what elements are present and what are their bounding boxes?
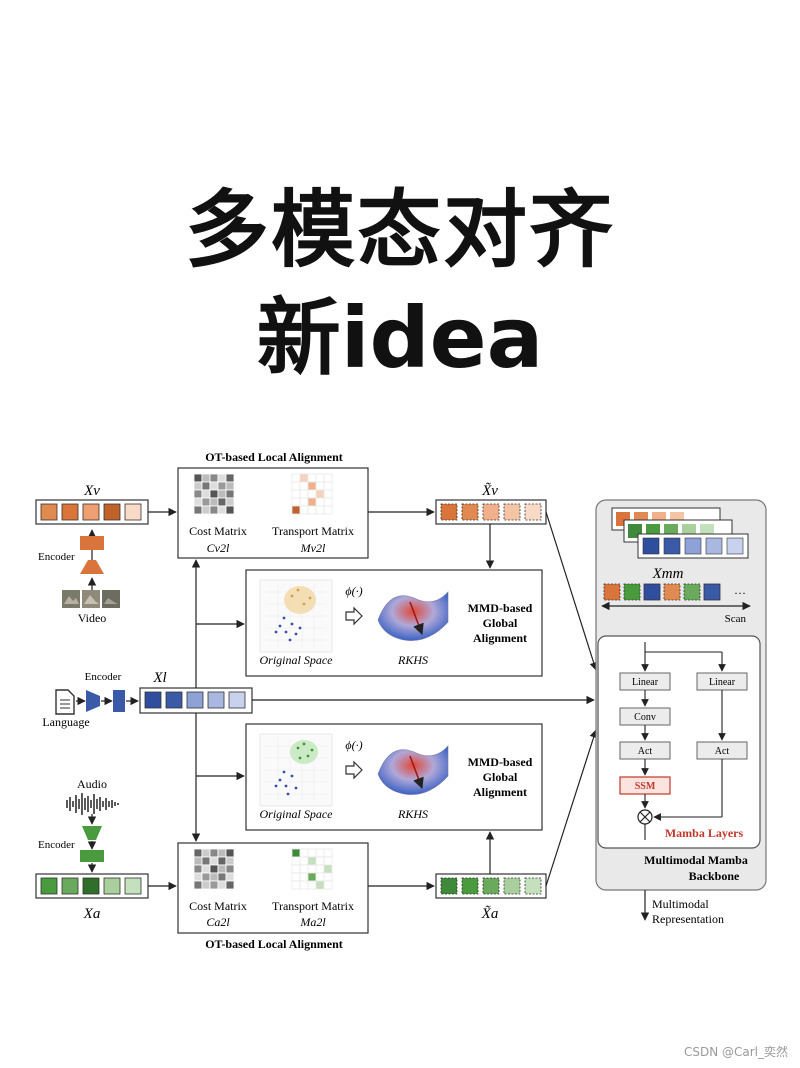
output-line1: Multimodal	[652, 897, 709, 911]
rkhs-top-label: RKHS	[397, 653, 428, 667]
title-line-2: 新idea	[256, 289, 544, 387]
language-encoder-block	[113, 690, 125, 712]
mmd-bottom-line1: MMD-based	[468, 755, 533, 769]
ot-top-title: OT-based Local Alignment	[205, 450, 343, 464]
c-v2l-label: Cv2l	[207, 541, 230, 555]
transport-matrix-top-grid	[291, 473, 333, 515]
conv-label: Conv	[634, 712, 656, 723]
original-space-top-label: Original Space	[260, 653, 334, 667]
xmm-label: Xmm	[652, 566, 684, 582]
mmd-bottom-line2: Global	[483, 770, 518, 784]
ot-bottom-title: OT-based Local Alignment	[205, 937, 343, 951]
video-encoder-trapezoid	[80, 560, 104, 574]
xa-tilde-label: X̃a	[481, 906, 499, 922]
mamba-layers-label: Mamba Layers	[665, 826, 744, 840]
xa-tilde-token-row	[435, 873, 547, 899]
act-right-label: Act	[715, 746, 730, 757]
cost-matrix-bottom-grid	[193, 848, 235, 890]
xv-token-row	[35, 499, 149, 525]
xmm-token-row	[603, 583, 721, 601]
backbone-line2: Backbone	[689, 869, 740, 883]
xa-token-row	[35, 873, 149, 899]
act-left-label: Act	[638, 746, 653, 757]
stacked-token-rows	[611, 507, 749, 559]
original-space-top-plot	[259, 579, 333, 653]
video-label: Video	[78, 611, 107, 625]
mmd-top-line3: Alignment	[473, 631, 527, 645]
audio-encoder-label: Encoder	[38, 839, 75, 851]
c-a2l-label: Ca2l	[206, 915, 230, 929]
audio-encoder-trapezoid	[82, 826, 102, 840]
multiply-icon	[637, 809, 653, 825]
xa-label: Xa	[83, 906, 101, 922]
xl-token-row	[139, 687, 253, 714]
transport-matrix-bottom-label: Transport Matrix	[272, 899, 354, 913]
watermark: CSDN @Carl_奕然	[683, 1045, 788, 1059]
cost-matrix-top-grid	[193, 473, 235, 515]
cost-matrix-bottom-label: Cost Matrix	[189, 899, 247, 913]
language-encoder-label: Encoder	[85, 671, 122, 683]
original-space-bottom-label: Original Space	[260, 807, 334, 821]
backbone-line1: Multimodal Mamba	[644, 853, 748, 867]
language-encoder-trapezoid	[86, 690, 100, 712]
language-label: Language	[42, 715, 89, 729]
rkhs-bottom-label: RKHS	[397, 807, 428, 821]
mmd-top-line1: MMD-based	[468, 601, 533, 615]
transport-matrix-bottom-grid	[291, 848, 333, 890]
cost-matrix-top-label: Cost Matrix	[189, 524, 247, 538]
video-encoder-label: Encoder	[38, 551, 75, 563]
original-space-bottom-plot	[259, 733, 333, 807]
xl-label: Xl	[152, 670, 166, 686]
linear-right-label: Linear	[709, 677, 736, 688]
audio-waveform-icon	[66, 793, 119, 815]
output-line2: Representation	[652, 912, 724, 926]
phi-top-arrow-icon	[345, 606, 363, 626]
transport-matrix-top-label: Transport Matrix	[272, 524, 354, 538]
m-a2l-label: Ma2l	[299, 915, 326, 929]
mmd-top-line2: Global	[483, 616, 518, 630]
linear-left-label: Linear	[632, 677, 659, 688]
xv-tilde-token-row	[435, 499, 547, 525]
m-v2l-label: Mv2l	[300, 541, 326, 555]
mmd-bottom-line3: Alignment	[473, 785, 527, 799]
rkhs-top-surface	[377, 591, 449, 641]
video-encoder-block	[80, 536, 104, 550]
audio-label: Audio	[77, 777, 107, 791]
xv-label: Xv	[83, 483, 100, 499]
scan-label: Scan	[725, 613, 747, 625]
phi-bottom-arrow-icon	[345, 760, 363, 780]
phi-bottom-label: ϕ(·)	[345, 738, 362, 752]
ssm-label: SSM	[635, 781, 656, 792]
video-thumbnail-icon	[62, 590, 120, 608]
phi-top-label: ϕ(·)	[345, 584, 362, 598]
document-icon	[55, 689, 75, 715]
title-line-1: 多模态对齐	[184, 181, 615, 279]
xv-tilde-label: X̃v	[481, 483, 498, 499]
xmm-ellipsis: ···	[734, 586, 746, 600]
rkhs-bottom-surface	[377, 745, 449, 795]
audio-encoder-block	[80, 850, 104, 862]
